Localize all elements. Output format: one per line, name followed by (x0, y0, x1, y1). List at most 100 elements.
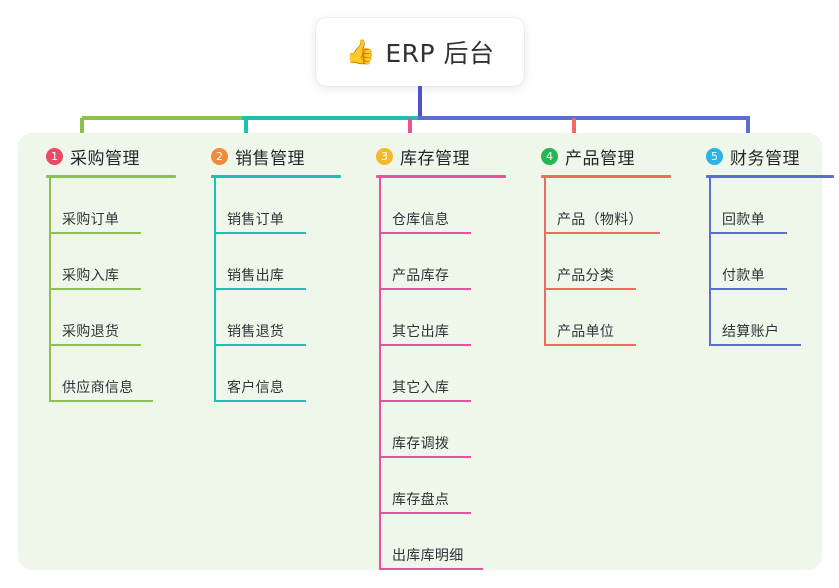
leaf-list: 销售订单销售出库销售退货客户信息 (195, 178, 355, 402)
branch-header-2[interactable]: 2 销售管理 (195, 143, 355, 169)
leaf-item-label: 销售出库 (227, 268, 285, 284)
leaf-item-label: 采购订单 (62, 212, 120, 228)
leaf-item-underline (49, 232, 141, 234)
leaf-item[interactable]: 其它入库 (360, 346, 520, 402)
leaf-item-label: 产品分类 (557, 268, 615, 284)
leaf-item-label: 库存盘点 (392, 492, 450, 508)
branch-spine (379, 178, 381, 570)
leaf-item[interactable]: 其它出库 (360, 290, 520, 346)
branch-title: 产品管理 (565, 148, 635, 169)
leaf-item-underline (709, 344, 801, 346)
leaf-item[interactable]: 库存盘点 (360, 458, 520, 514)
branch-number-badge: 2 (211, 147, 228, 165)
leaf-item-label: 客户信息 (227, 380, 285, 396)
leaf-item-underline (544, 232, 660, 234)
branch-header-3[interactable]: 3 库存管理 (360, 143, 520, 169)
diagram-panel (18, 133, 822, 570)
branch-underline (46, 175, 176, 178)
leaf-item[interactable]: 回款单 (690, 178, 839, 234)
leaf-item-underline (214, 288, 306, 290)
branch-header-4[interactable]: 4 产品管理 (525, 143, 685, 169)
leaf-item-underline (709, 288, 787, 290)
branch-title: 财务管理 (730, 148, 800, 169)
leaf-list: 仓库信息产品库存其它出库其它入库库存调拨库存盘点出库库明细 (360, 178, 520, 570)
leaf-item[interactable]: 结算账户 (690, 290, 839, 346)
leaf-item-label: 回款单 (722, 212, 765, 228)
leaf-item-underline (49, 344, 141, 346)
leaf-item-label: 产品库存 (392, 268, 450, 284)
leaf-item-label: 销售订单 (227, 212, 285, 228)
leaf-item-label: 采购入库 (62, 268, 120, 284)
thumbs-up-icon: 👍 (345, 38, 376, 66)
leaf-item-underline (544, 288, 636, 290)
branch-column-5: 5 财务管理回款单付款单结算账户 (690, 143, 839, 346)
leaf-item[interactable]: 销售订单 (195, 178, 355, 234)
leaf-item-underline (379, 456, 471, 458)
leaf-item[interactable]: 出库库明细 (360, 514, 520, 570)
leaf-item-underline (379, 344, 471, 346)
branch-underline (376, 175, 506, 178)
branch-column-4: 4 产品管理产品（物料） 产品分类产品单位 (525, 143, 685, 346)
leaf-item[interactable]: 销售退货 (195, 290, 355, 346)
branch-underline (211, 175, 341, 178)
leaf-item[interactable]: 产品（物料） (525, 178, 685, 234)
leaf-item[interactable]: 采购订单 (30, 178, 190, 234)
leaf-item-label: 采购退货 (62, 324, 120, 340)
branch-spine (214, 178, 216, 402)
branch-title: 采购管理 (70, 148, 140, 169)
leaf-item[interactable]: 采购入库 (30, 234, 190, 290)
leaf-item-label: 产品单位 (557, 324, 615, 340)
leaf-item[interactable]: 销售出库 (195, 234, 355, 290)
leaf-item-underline (379, 400, 471, 402)
leaf-item-underline (379, 568, 483, 570)
branch-number-badge: 5 (706, 147, 723, 165)
leaf-item-label: 出库库明细 (392, 548, 464, 564)
root-node-card[interactable]: 👍 ERP 后台 (316, 18, 524, 86)
branch-spine (709, 178, 711, 346)
leaf-list: 回款单付款单结算账户 (690, 178, 839, 346)
leaf-item-underline (49, 400, 153, 402)
bus-segment-1 (82, 116, 242, 120)
leaf-list: 产品（物料） 产品分类产品单位 (525, 178, 685, 346)
root-node-title: ERP 后台 (385, 39, 495, 68)
leaf-item-underline (214, 400, 306, 402)
branch-number-badge: 3 (376, 147, 393, 165)
leaf-item-underline (379, 288, 471, 290)
leaf-item[interactable]: 产品库存 (360, 234, 520, 290)
leaf-item-label: 仓库信息 (392, 212, 450, 228)
branch-header-1[interactable]: 1 采购管理 (30, 143, 190, 169)
branch-column-1: 1 采购管理采购订单采购入库采购退货供应商信息 (30, 143, 190, 402)
leaf-item[interactable]: 采购退货 (30, 290, 190, 346)
leaf-item-label: 销售退货 (227, 324, 285, 340)
leaf-item[interactable]: 产品分类 (525, 234, 685, 290)
leaf-list: 采购订单采购入库采购退货供应商信息 (30, 178, 190, 402)
leaf-item-label: 产品（物料） (557, 212, 643, 228)
leaf-item-underline (379, 512, 471, 514)
leaf-item[interactable]: 库存调拨 (360, 402, 520, 458)
leaf-item-underline (49, 288, 141, 290)
branch-spine (544, 178, 546, 346)
leaf-item-underline (214, 232, 306, 234)
leaf-item[interactable]: 仓库信息 (360, 178, 520, 234)
leaf-item-underline (379, 232, 471, 234)
branch-title: 销售管理 (235, 148, 305, 169)
leaf-item-label: 付款单 (722, 268, 765, 284)
bus-segment-2 (242, 116, 418, 120)
branch-number-badge: 1 (46, 147, 63, 165)
branch-number-badge: 4 (541, 147, 558, 165)
leaf-item[interactable]: 客户信息 (195, 346, 355, 402)
leaf-item[interactable]: 付款单 (690, 234, 839, 290)
leaf-item[interactable]: 产品单位 (525, 290, 685, 346)
leaf-item-label: 库存调拨 (392, 436, 450, 452)
leaf-item-underline (544, 344, 636, 346)
leaf-item-label: 结算账户 (722, 324, 780, 340)
branch-header-5[interactable]: 5 财务管理 (690, 143, 839, 169)
leaf-item-label: 其它出库 (392, 324, 450, 340)
branch-title: 库存管理 (400, 148, 470, 169)
branch-underline (706, 175, 834, 178)
leaf-item-label: 其它入库 (392, 380, 450, 396)
leaf-item[interactable]: 供应商信息 (30, 346, 190, 402)
bus-segment-3 (418, 116, 750, 120)
leaf-item-underline (709, 232, 787, 234)
branch-spine (49, 178, 51, 402)
